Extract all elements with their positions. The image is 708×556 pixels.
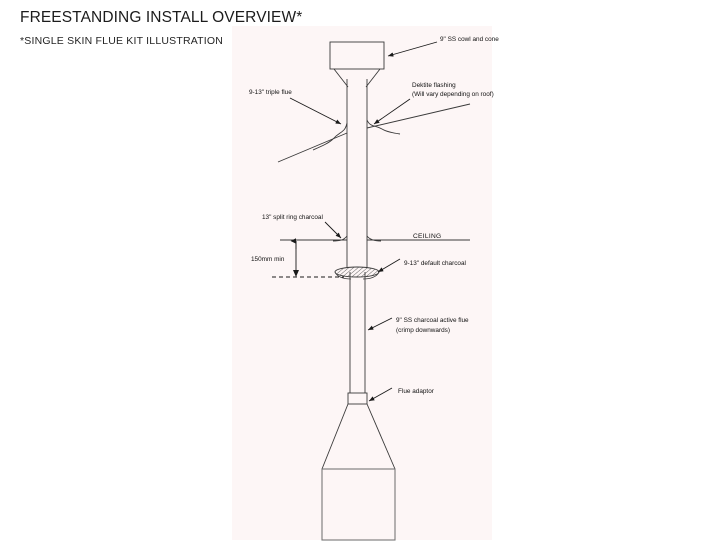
roof-line-right [366,103,471,129]
dimension-arrow-down-head [293,270,299,277]
label-active-flue-line1: 9" SS charcoal active flue [396,317,469,324]
split-ring-collar-right [366,235,382,242]
cone-shape [333,68,381,88]
stove-body-box [321,468,396,541]
label-dektite-line1: Dektite flashing [412,82,456,89]
cowl-box [329,41,385,70]
leader-split-ring [324,221,342,239]
label-dimension-150mm: 150mm min [251,256,285,263]
leader-triple-flue [289,97,342,125]
default-charcoal-disc [334,266,380,278]
label-cowl: 9" SS cowl and cone [440,36,499,43]
stove-taper-left [321,403,349,470]
label-ceiling: CEILING [413,233,441,240]
diagram-background-panel [232,26,492,540]
page-subtitle: *SINGLE SKIN FLUE KIT ILLUSTRATION [20,35,224,47]
flue-adaptor-box [347,392,368,405]
leader-flue-adaptor [368,387,393,402]
leader-dektite [373,98,411,125]
page-title: FREESTANDING INSTALL OVERVIEW* [20,9,303,26]
leader-active-flue [367,317,393,331]
roof-line-left [277,132,348,163]
dektite-flashing-right [366,119,401,135]
split-ring-collar-left [332,235,348,242]
label-dektite-line2: (Will vary depending on roof) [412,91,494,98]
stove-taper-right [366,403,396,470]
dektite-flashing-left [312,122,348,151]
label-active-flue-line2: (crimp downwards) [396,327,450,334]
label-flue-adaptor: Flue adaptor [398,388,435,395]
leader-default-charcoal [377,258,401,273]
label-triple-flue: 9-13" triple flue [249,89,292,96]
label-split-ring-charcoal: 13" split ring charcoal [262,214,323,221]
label-default-charcoal: 9-13" default charcoal [404,260,466,267]
leader-cowl [387,41,438,57]
